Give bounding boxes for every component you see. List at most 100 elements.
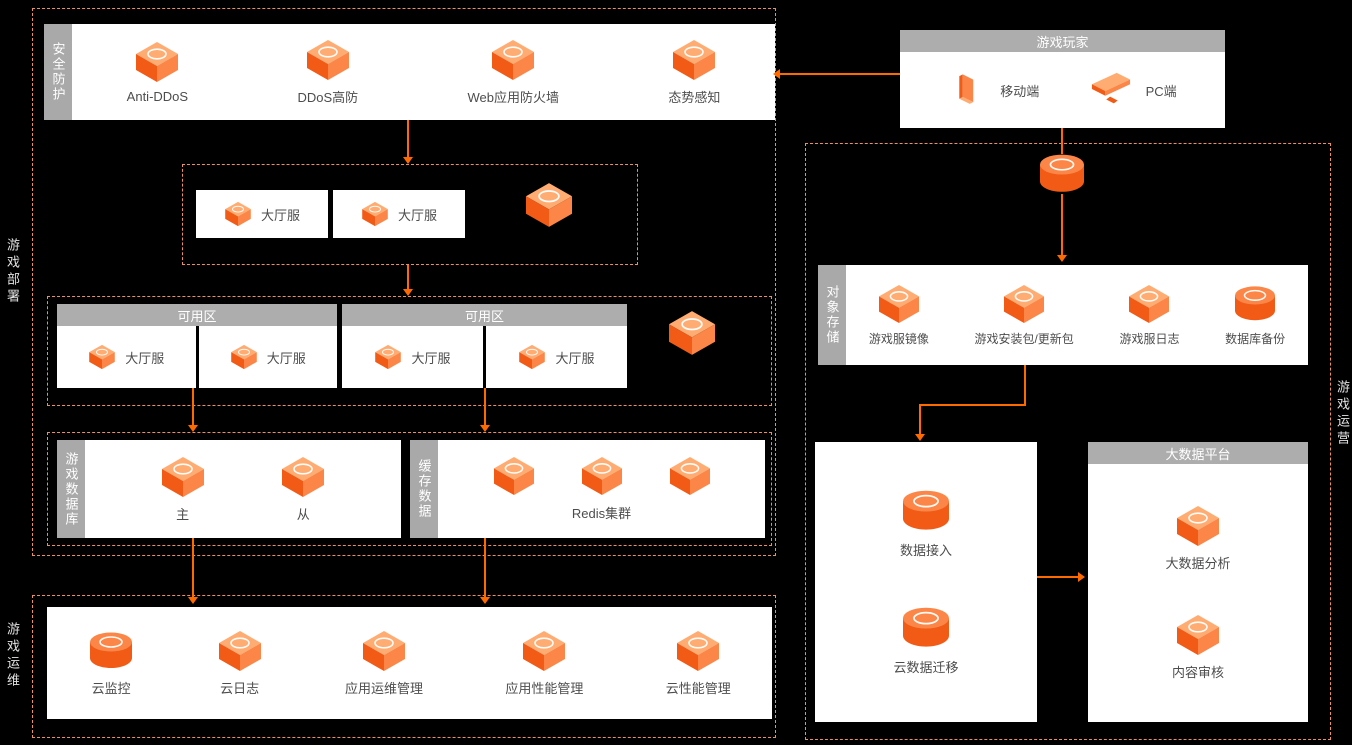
lobby-server-1-label: 大厅服 [260, 207, 300, 223]
zone-2-body: 大厅服 大厅服 [342, 326, 627, 388]
database-icon [160, 455, 205, 498]
zone-1-header: 可用区 [57, 304, 337, 326]
pc-item: PC端 [1088, 70, 1177, 110]
lobby-server-2: 大厅服 [333, 190, 465, 238]
server-icon [224, 201, 252, 227]
lobby-server-1: 大厅服 [196, 190, 328, 238]
db-master-label: 主 [176, 506, 190, 522]
lobby-tier-border [182, 164, 638, 265]
bigdata-body: 大数据分析 内容审核 [1088, 464, 1308, 722]
redis-cluster-label: Redis集群 [571, 506, 632, 521]
storage-panel: 游戏服镜像 游戏安装包/更新包 游戏服日志 数据库备份 [846, 265, 1308, 365]
security-tab: 安全防护 [44, 24, 72, 120]
db-backup-item: 数据库备份 [1225, 284, 1285, 347]
db-backup-icon [1234, 285, 1276, 321]
pc-label: PC端 [1145, 83, 1177, 99]
content-review-icon [1176, 613, 1220, 656]
arrow-storage-to-pipeline-v1 [1024, 365, 1026, 406]
arrowhead-storage-to-pipeline [915, 434, 925, 441]
game-server-log-label: 游戏服日志 [1119, 331, 1180, 346]
anti-ddos-item: Anti-DDoS [126, 40, 189, 104]
zones-region-border [47, 296, 772, 406]
cache-panel: Redis集群 [438, 440, 765, 538]
cloud-log-item: 云日志 [217, 629, 263, 697]
zone-1-server-2-label: 大厅服 [266, 350, 306, 366]
data-access-icon [902, 489, 950, 531]
mobile-label: 移动端 [1000, 83, 1040, 99]
arrow-players-to-security [780, 73, 900, 75]
app-perf-mgmt-icon [522, 629, 567, 672]
pc-icon [1091, 72, 1130, 104]
side-label-game-operation: 游戏运营 [1335, 380, 1350, 448]
firewall-icon [491, 38, 536, 81]
redis-node-row [492, 456, 712, 496]
game-package-item: 游戏安装包/更新包 [974, 283, 1074, 347]
data-pipeline-panel: 数据接入 云数据迁移 [815, 442, 1037, 722]
arrow-storage-to-pipeline-v2 [919, 404, 921, 436]
players-header: 游戏玩家 [900, 30, 1225, 52]
bigdata-header: 大数据平台 [1088, 442, 1308, 464]
cloud-monitor-icon [89, 631, 133, 669]
arrowhead-players-to-security [773, 69, 780, 79]
zone-1-server-2: 大厅服 [198, 326, 337, 388]
arrowhead-cache-to-ops [480, 597, 490, 604]
arrow-lobby-to-zones [407, 265, 409, 290]
zone-2: 可用区 大厅服 大厅服 [342, 304, 627, 388]
database-icon [281, 455, 326, 498]
game-server-image-icon [878, 283, 920, 324]
waf-item: Web应用防火墙 [467, 38, 559, 106]
cloud-perf-mgmt-item: 云性能管理 [665, 629, 731, 697]
side-label-game-ops: 游戏运维 [5, 622, 20, 690]
db-backup-label: 数据库备份 [1225, 331, 1286, 346]
cloud-data-migration-item: 云数据迁移 [893, 605, 959, 676]
bigdata-analysis-label: 大数据分析 [1165, 556, 1231, 572]
arrow-db-to-ops [192, 538, 194, 598]
db-master-item: 主 [160, 455, 206, 523]
zone-1-body: 大厅服 大厅服 [57, 326, 337, 388]
cloud-log-icon [217, 629, 262, 672]
load-balancer-icon [668, 310, 716, 356]
side-label-game-deploy: 游戏部署 [5, 238, 20, 306]
situation-awareness-item: 态势感知 [668, 38, 721, 106]
mobile-icon [959, 74, 974, 104]
app-ops-mgmt-label: 应用运维管理 [344, 680, 423, 696]
zone-2-header: 可用区 [342, 304, 627, 326]
server-icon [519, 344, 546, 370]
zone-2-server-2-label: 大厅服 [555, 350, 595, 366]
waf-label: Web应用防火墙 [467, 89, 559, 105]
cache-tab: 缓存数据 [410, 440, 438, 538]
cloud-perf-mgmt-label: 云性能管理 [665, 680, 731, 696]
arrow-cache-to-ops [484, 538, 486, 598]
arrow-security-to-lobby [407, 120, 409, 158]
load-balancer-icon [525, 182, 573, 228]
db-slave-item: 从 [280, 455, 326, 523]
arrow-zone1-to-db [192, 388, 194, 426]
server-icon [230, 344, 258, 370]
server-icon [361, 201, 389, 227]
anti-ddos-label: Anti-DDoS [126, 88, 189, 104]
situation-awareness-label: 态势感知 [668, 89, 721, 105]
data-access-item: 数据接入 [900, 488, 952, 559]
app-ops-mgmt-item: 应用运维管理 [344, 629, 423, 697]
ops-region-border [32, 595, 776, 738]
bigdata-analysis-icon [1176, 505, 1220, 548]
game-server-image-label: 游戏服镜像 [868, 331, 929, 346]
game-server-log-item: 游戏服日志 [1119, 283, 1180, 347]
zone-2-server-1: 大厅服 [342, 326, 483, 388]
zone-1: 可用区 大厅服 大厅服 [57, 304, 337, 388]
bigdata-analysis-item: 大数据分析 [1165, 505, 1231, 572]
cloud-log-label: 云日志 [220, 680, 260, 696]
ddos-burst-icon [305, 38, 350, 81]
redis-node-icon [668, 456, 711, 496]
arrowhead-lobby-to-zones [403, 289, 413, 296]
line-players-to-node [1061, 128, 1063, 154]
arrow-storage-to-pipeline-h [919, 404, 1026, 406]
zone-2-server-2: 大厅服 [486, 326, 627, 388]
data-region-border [47, 432, 772, 546]
game-package-label: 游戏安装包/更新包 [974, 331, 1074, 346]
arrow-pipeline-to-bigdata [1037, 576, 1079, 578]
players-body: 移动端 PC端 [900, 52, 1225, 128]
security-panel: Anti-DDoS DDoS高防 Web应用防火墙 态势感知 [72, 24, 775, 120]
database-tab: 游戏数据库 [57, 440, 85, 538]
